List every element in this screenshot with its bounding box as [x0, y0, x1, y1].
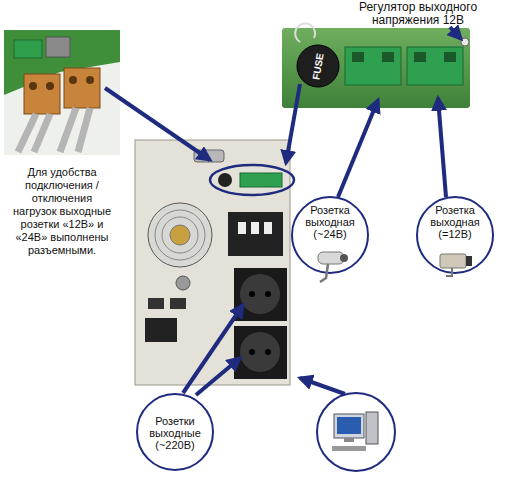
- cooling-fan: [148, 203, 212, 267]
- wire: [60, 108, 90, 152]
- schuko-socket: [234, 326, 287, 379]
- photo-background: [4, 30, 120, 155]
- network-port: [170, 298, 186, 309]
- terminal-block: [345, 47, 401, 85]
- leader-arrow: [286, 84, 300, 163]
- socket-hole: [249, 349, 255, 355]
- leader-arrow: [300, 378, 345, 394]
- screw: [29, 82, 37, 90]
- outlet-hole: [238, 222, 246, 234]
- terminal-block: [46, 37, 70, 57]
- terminal-slot: [352, 52, 364, 62]
- camera-lens: [340, 254, 348, 262]
- camera-housing: [318, 252, 344, 264]
- camera-housing: [440, 254, 466, 268]
- socket-face: [240, 274, 280, 314]
- callout-text: Розетки выходные (~220В): [136, 415, 214, 451]
- annotation-text: Для удобства подключения / отключения на…: [10, 166, 114, 257]
- camera-lens: [466, 256, 472, 266]
- socket-hole: [265, 291, 271, 297]
- circuit-board: [4, 30, 120, 95]
- outlet-hole: [251, 222, 259, 234]
- terminal-slot: [414, 52, 426, 62]
- plug-connector: [64, 68, 100, 108]
- terminal-slot: [444, 52, 456, 62]
- screw: [86, 76, 94, 84]
- terminal-slot: [382, 52, 394, 62]
- camera-bracket: [320, 264, 328, 282]
- circuit-board: [282, 28, 470, 108]
- computer-callout: [317, 393, 395, 471]
- callout-circle: Розетка выходная (~24В): [291, 196, 369, 274]
- highlight-ellipse: [210, 165, 294, 195]
- schuko-socket: [234, 268, 287, 321]
- callout-text: Розетка выходная (=12В): [416, 204, 494, 240]
- keyboard: [332, 446, 366, 451]
- circle-shape: [137, 394, 213, 470]
- camera-mount: [446, 268, 452, 276]
- terminal-block: [240, 173, 282, 187]
- breaker-button: [176, 276, 190, 290]
- leader-arrows: [105, 27, 461, 395]
- leader-arrow: [105, 88, 210, 160]
- annotation-text: Регулятор выходного напряжения 12В: [348, 1, 488, 27]
- socket-face: [240, 332, 280, 372]
- terminal-photo: [282, 23, 470, 108]
- fan-grille: [155, 210, 205, 260]
- circle-shape: [292, 197, 368, 273]
- fan-hub: [170, 225, 190, 245]
- plug-connector: [24, 74, 60, 114]
- terminal-block: [14, 40, 42, 58]
- callout-circle: Розетка выходная (=12В): [416, 196, 494, 274]
- circle-outline: [136, 393, 214, 471]
- socket-hole: [249, 291, 255, 297]
- fuse-holder: [218, 173, 232, 187]
- leader-arrow: [338, 100, 378, 197]
- pc-tower: [366, 412, 378, 444]
- network-port: [148, 298, 164, 309]
- box-camera-icon: [440, 254, 472, 276]
- callout-circle: [317, 393, 395, 471]
- dome-camera-icon: [318, 252, 348, 282]
- screw: [46, 82, 54, 90]
- power-inlet: [145, 318, 177, 342]
- fan-grille: [162, 217, 198, 253]
- monitor-screen: [337, 417, 361, 434]
- circle-outline: [291, 196, 369, 274]
- iec-outlet: [228, 212, 283, 256]
- circle-outline: [416, 196, 494, 274]
- voltage-regulator: [461, 38, 469, 46]
- rotate-symbol: [295, 23, 315, 42]
- outlet-hole: [264, 222, 272, 234]
- terminal-block: [407, 47, 463, 85]
- callout-circle: Розетки выходные (~220В): [136, 393, 214, 471]
- socket-hole: [265, 349, 271, 355]
- fuse-holder: [297, 45, 339, 87]
- connector-photo: [4, 30, 120, 155]
- fuse-marking: FUSE: [308, 46, 328, 88]
- monitor-stand: [344, 438, 354, 442]
- callout-text: Розетка выходная (~24В): [291, 204, 369, 240]
- leader-arrow: [438, 98, 446, 197]
- leader-arrow: [196, 358, 240, 395]
- screw: [69, 76, 77, 84]
- circle-shape: [417, 197, 493, 273]
- leader-arrow: [450, 27, 461, 39]
- monitor: [334, 414, 364, 438]
- wire: [18, 114, 50, 152]
